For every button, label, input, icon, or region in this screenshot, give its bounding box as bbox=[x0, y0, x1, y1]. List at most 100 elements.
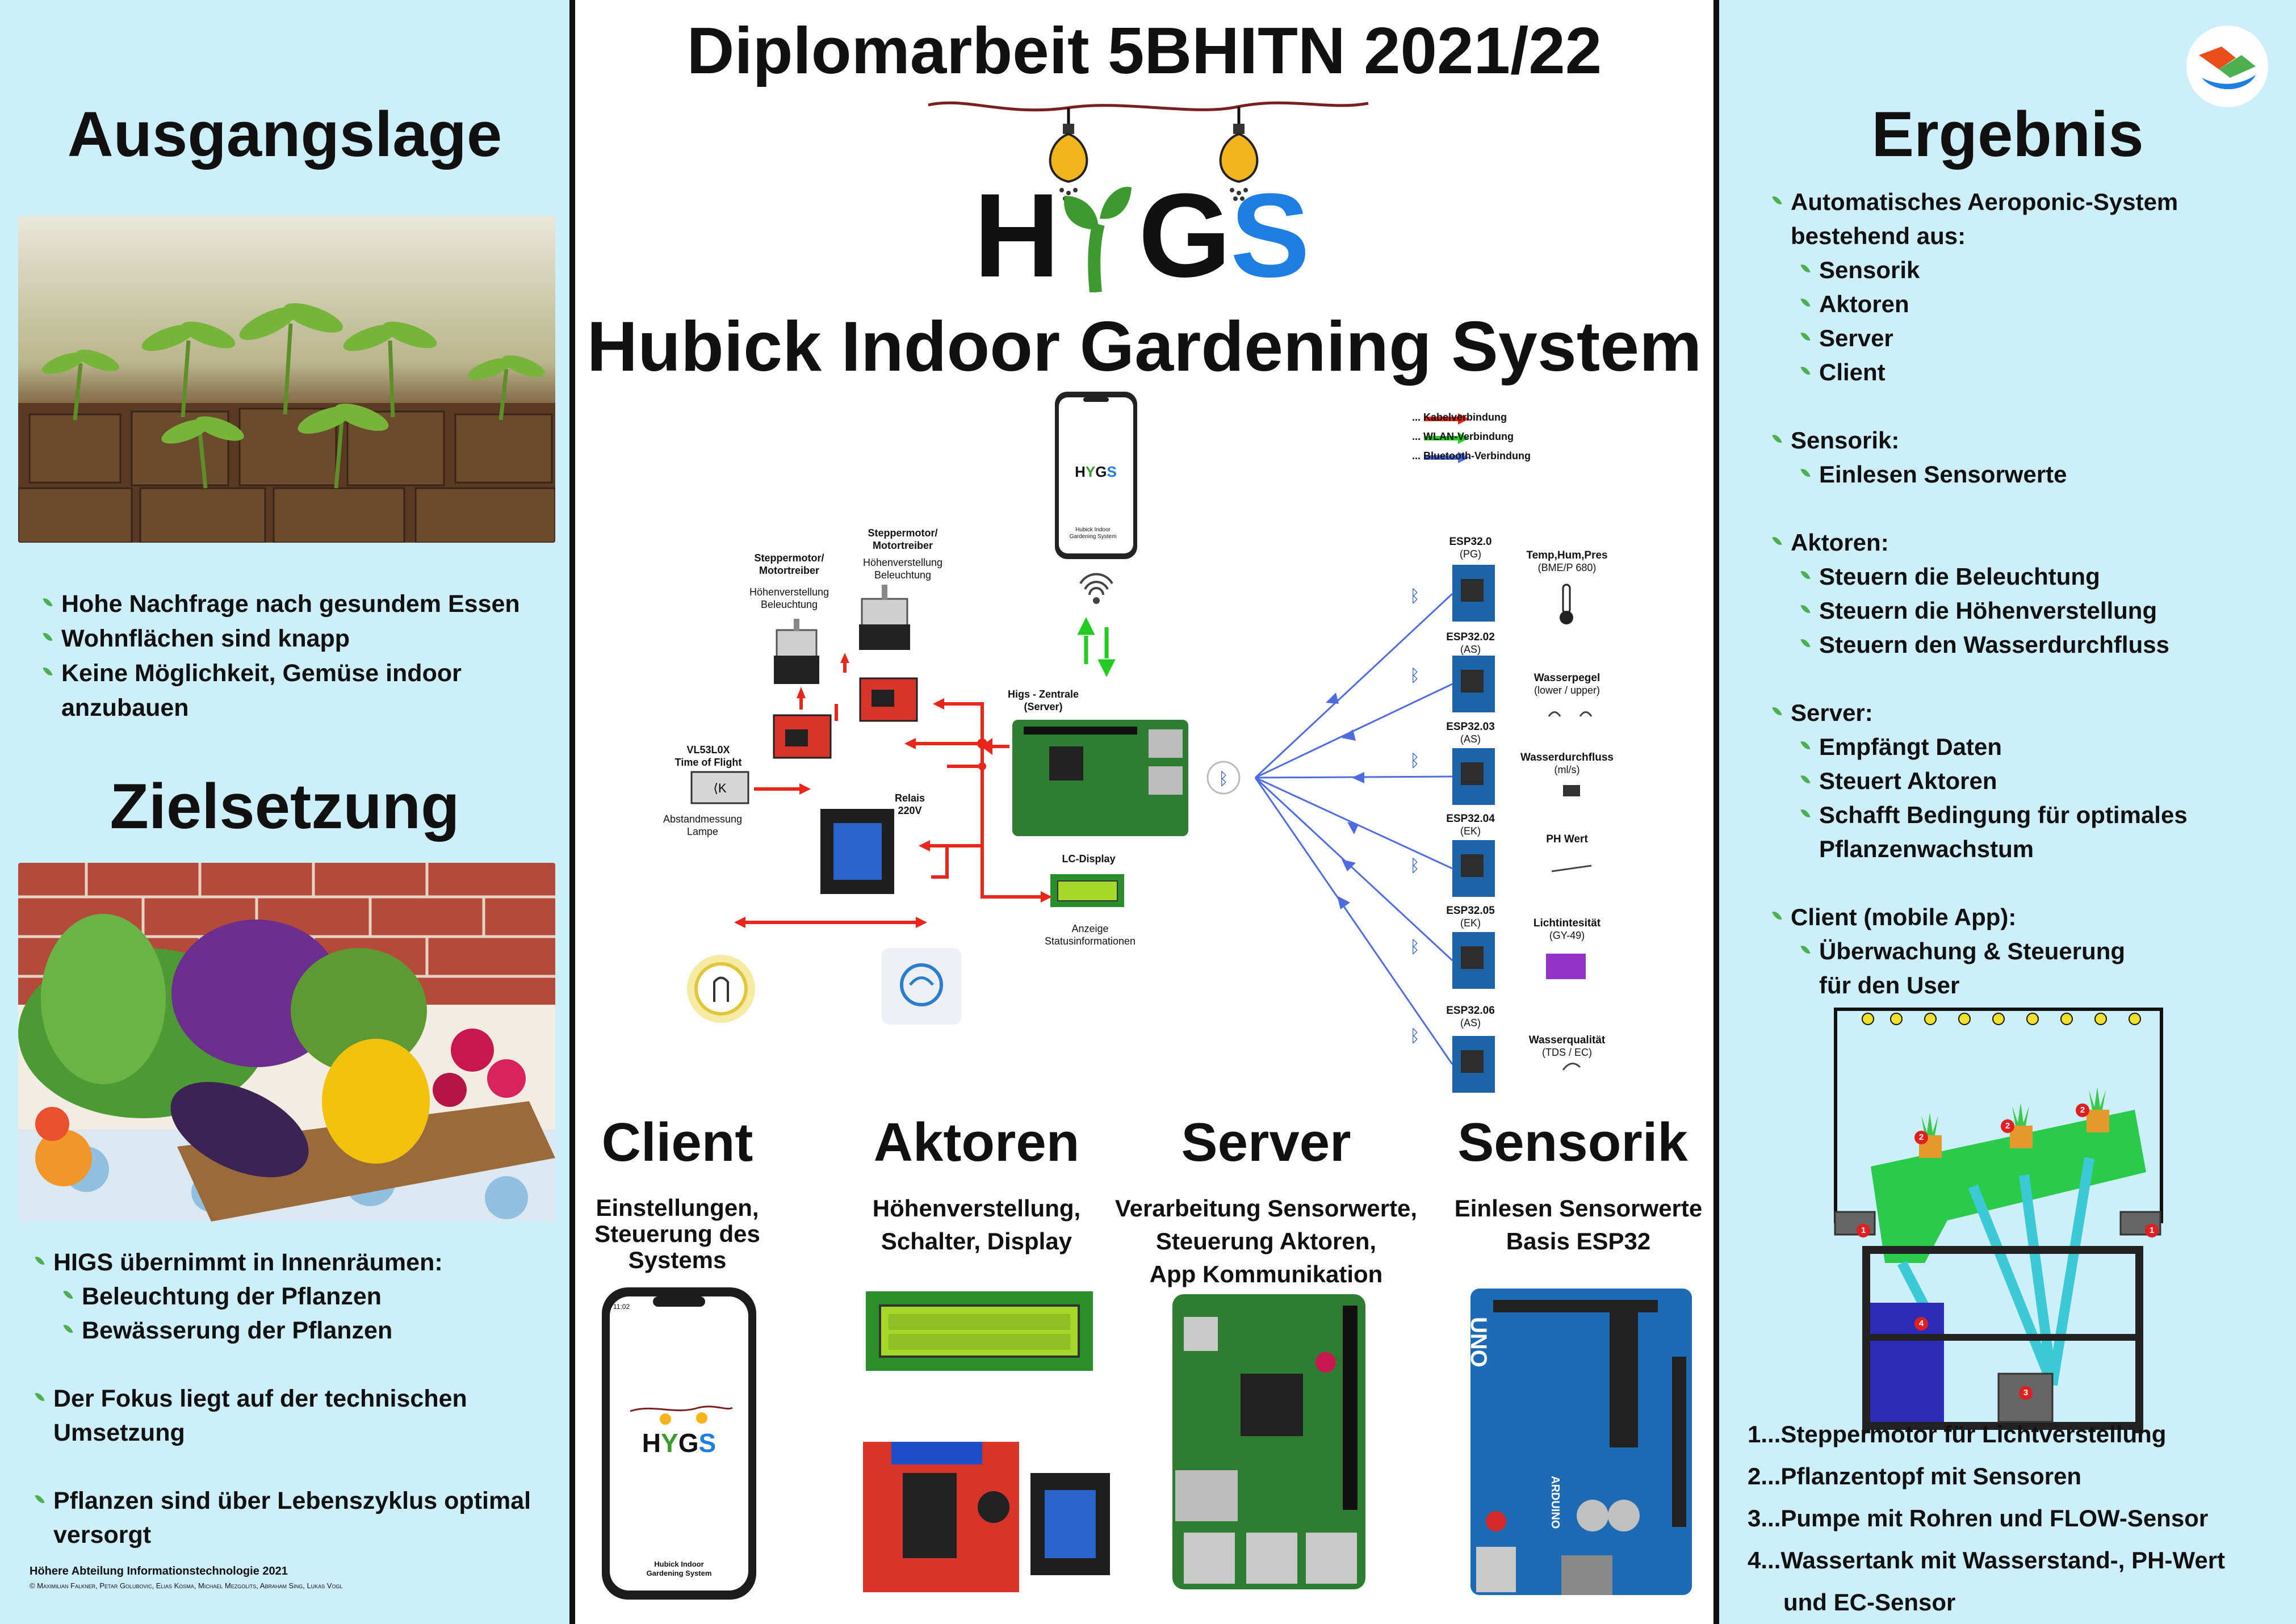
esp-boards bbox=[1452, 565, 1495, 1093]
esp-tag: (AS) bbox=[1460, 733, 1481, 745]
esp-name: ESP32.03 bbox=[1446, 721, 1495, 733]
esp-name: ESP32.06 bbox=[1446, 1005, 1495, 1017]
stepper-motor-icon bbox=[859, 585, 910, 650]
phone-time: 11:02 bbox=[613, 1303, 630, 1311]
school-logo bbox=[2186, 26, 2268, 107]
stepper-motor-icon bbox=[774, 619, 819, 684]
legend-bluetooth-arrow bbox=[1424, 452, 1469, 463]
svg-text:ᛒ: ᛒ bbox=[1410, 1026, 1420, 1046]
sensor-sub: (lower / upper) bbox=[1534, 685, 1601, 696]
logo-h: H bbox=[974, 169, 1060, 302]
result-item: Einlesen Sensorwerte bbox=[1800, 458, 2188, 492]
section-server-desc: Verarbeitung Sensorwerte, Steuerung Akto… bbox=[1115, 1195, 1418, 1287]
esp-tag: (EK) bbox=[1460, 825, 1481, 837]
footer-authors: © Maximilian Falkner, Petar Golubovic, E… bbox=[30, 1581, 343, 1590]
result-item: Sensorik bbox=[1800, 253, 2188, 287]
result-item: Steuern die Höhenverstellung bbox=[1800, 594, 2188, 628]
lightbulb-icon bbox=[1219, 107, 1259, 201]
result-item: Client bbox=[1800, 355, 2188, 389]
svg-text:⟨K: ⟨K bbox=[713, 781, 727, 795]
poster-subtitle: Hubick Indoor Gardening System bbox=[586, 308, 1702, 386]
raspberry-pi-image bbox=[1172, 1294, 1365, 1589]
left-divider bbox=[569, 0, 575, 1624]
goal-item: HIGS übernimmt in Innenräumen: bbox=[34, 1245, 531, 1279]
flow-sensor-icon bbox=[1563, 785, 1580, 796]
sensor-sub: (TDS / EC) bbox=[1542, 1047, 1592, 1058]
section-sensors-desc: Einlesen Sensorwerte Basis ESP32 bbox=[1454, 1195, 1703, 1254]
legend-wlan: ... WLAN-Verbindung bbox=[1412, 431, 1514, 442]
tds-sensor-icon bbox=[1562, 1063, 1581, 1071]
stepper1-title: Steppermotor/ Motortreiber bbox=[754, 552, 824, 576]
esp-tag: (AS) bbox=[1460, 644, 1481, 655]
result-item: Server bbox=[1800, 321, 2188, 355]
model-marker: 2 bbox=[2076, 1103, 2089, 1117]
phone-app-line1: Hubick Indoor bbox=[1075, 527, 1111, 533]
goal-item: Der Fokus liegt auf der technischen bbox=[34, 1382, 531, 1416]
water-level-icon bbox=[1548, 711, 1593, 717]
arduino-uno-image bbox=[1470, 1289, 1692, 1595]
esp-name: ESP32.02 bbox=[1446, 631, 1495, 643]
logo-g: G bbox=[1138, 169, 1231, 302]
architecture-diagram: HYGS ⟨K bbox=[687, 392, 1593, 1093]
actors-hardware-image bbox=[863, 1291, 1110, 1592]
server-title: Higs - Zentrale (Server) bbox=[1007, 689, 1079, 712]
bluetooth-connections bbox=[1254, 593, 1453, 1065]
tof-title: VL53L0X Time of Flight bbox=[674, 744, 742, 768]
situation-item: Hohe Nachfrage nach gesundem Essen bbox=[42, 587, 520, 622]
lcd-sub: Anzeige Statusinformationen bbox=[1044, 923, 1136, 947]
lcd-title: LC-Display bbox=[1062, 853, 1116, 865]
situation-item: Wohnflächen sind knapp bbox=[42, 622, 520, 656]
result-item: Aktoren bbox=[1800, 287, 2188, 321]
svg-text:ᛒ: ᛒ bbox=[1218, 769, 1229, 789]
result-item: Steuern die Beleuchtung bbox=[1800, 560, 2188, 594]
goal-item: Beleuchtung der Pflanzen bbox=[62, 1279, 531, 1314]
goal-list: HIGS übernimmt in Innenräumen: Beleuchtu… bbox=[34, 1245, 531, 1552]
section-actors-desc: Höhenverstellung, Schalter, Display bbox=[872, 1195, 1081, 1254]
model-marker: 2 bbox=[2001, 1119, 2014, 1133]
vegetables-photo bbox=[18, 863, 555, 1222]
thermometer-icon bbox=[1560, 584, 1573, 624]
light-sensor-icon bbox=[1546, 954, 1586, 979]
sensor-name: Wasserpegel bbox=[1534, 672, 1601, 684]
legend-item: 1...Steppermotor für Lichtverstellung bbox=[1748, 1421, 2167, 1447]
result-item: Überwachung & Steuerung bbox=[1800, 934, 2188, 968]
cable-connections bbox=[745, 658, 1041, 924]
sensor-sub: (BME/P 680) bbox=[1537, 562, 1597, 573]
arduino-brand-label: ARDUINO bbox=[1549, 1476, 1561, 1529]
result-item: Steuern den Wasserdurchfluss bbox=[1800, 628, 2188, 662]
result-item: Aktoren: bbox=[1771, 526, 2188, 560]
esp-tag: (PG) bbox=[1460, 548, 1481, 560]
svg-text:HYGS: HYGS bbox=[1075, 463, 1117, 480]
ph-sensor-icon bbox=[1551, 865, 1592, 872]
goal-item: Bewässerung der Pflanzen bbox=[62, 1314, 531, 1348]
svg-text:HYGS: HYGS bbox=[642, 1428, 716, 1458]
result-item: Pflanzenwachstum bbox=[1819, 836, 2034, 862]
result-item: Sensorik: bbox=[1771, 423, 2188, 458]
result-item: für den User bbox=[1819, 972, 1960, 998]
esp-tag: (EK) bbox=[1460, 917, 1481, 929]
sensor-name: Wasserqualität bbox=[1528, 1034, 1606, 1046]
wlan-connection bbox=[1077, 617, 1116, 677]
section-sensors-title: Sensorik bbox=[1457, 1112, 1688, 1173]
wifi-icon bbox=[1079, 573, 1113, 604]
section-actors-title: Aktoren bbox=[873, 1112, 1080, 1173]
svg-text:ᛒ: ᛒ bbox=[1410, 751, 1420, 771]
result-item: Schafft Bedingung für optimales bbox=[1800, 798, 2188, 832]
svg-text:ᛒ: ᛒ bbox=[1410, 666, 1420, 686]
poster-title: Diplomarbeit 5BHITN 2021/22 bbox=[686, 14, 1602, 87]
model-marker: 3 bbox=[2019, 1386, 2033, 1400]
stepper1-sub: Höhenverstellung Beleuchtung bbox=[749, 586, 829, 610]
goal-heading: Zielsetzung bbox=[110, 771, 460, 842]
result-item: Server: bbox=[1771, 696, 2188, 730]
situation-item: anzubauen bbox=[61, 694, 189, 721]
cable-arrowheads bbox=[734, 653, 1052, 928]
smartphone-icon: HYGS bbox=[1055, 392, 1137, 559]
client-app-line1: Hubick Indoor bbox=[654, 1560, 704, 1568]
lcd-display-icon bbox=[1050, 874, 1124, 907]
bluetooth-hub-icon: ᛒ bbox=[1206, 761, 1241, 795]
motor-driver-board bbox=[859, 677, 918, 722]
higs-logo: H G S bbox=[974, 169, 1326, 302]
sensor-sub: (GY-49) bbox=[1549, 930, 1585, 941]
